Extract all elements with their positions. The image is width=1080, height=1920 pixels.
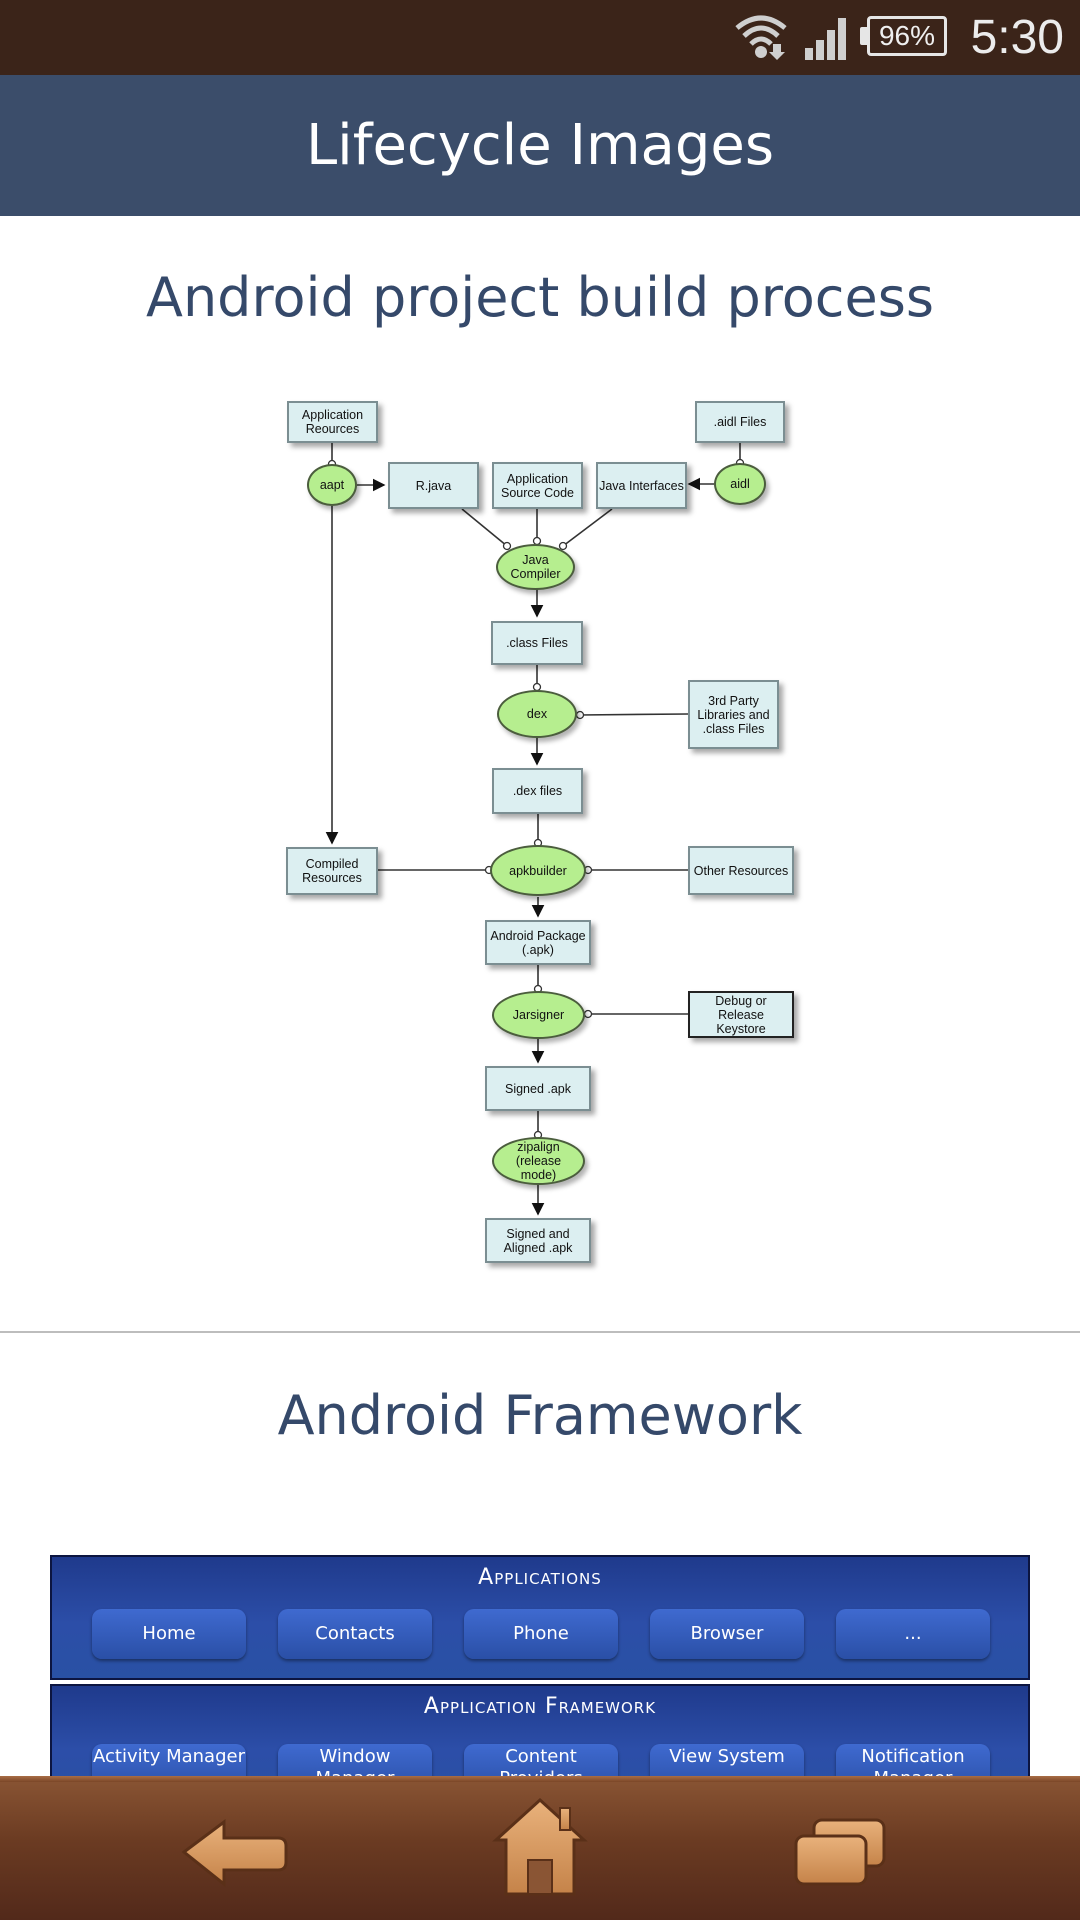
tool-aapt: aapt bbox=[307, 464, 357, 506]
framework-view-system: View System bbox=[650, 1744, 804, 1776]
title-bar: Lifecycle Images bbox=[0, 75, 1080, 216]
app-home: Home bbox=[92, 1609, 246, 1659]
navigation-bar bbox=[0, 1776, 1080, 1920]
box-signed-apk: Signed .apk bbox=[485, 1066, 591, 1111]
page-title: Lifecycle Images bbox=[305, 113, 774, 178]
framework-notification-manager: Notification Manager bbox=[836, 1744, 990, 1776]
box-android-package: Android Package (.apk) bbox=[485, 920, 591, 965]
status-time: 5:30 bbox=[970, 11, 1064, 64]
section-heading-framework: Android Framework bbox=[277, 1384, 803, 1447]
box-r-java: R.java bbox=[388, 462, 479, 509]
status-bar: 96% 5:30 bbox=[0, 0, 1080, 75]
section-divider bbox=[0, 1331, 1080, 1333]
content-scroll[interactable]: Android project build process bbox=[0, 216, 1080, 1776]
back-icon bbox=[181, 1819, 288, 1888]
battery-icon: 96% bbox=[867, 16, 947, 56]
tool-dex: dex bbox=[497, 690, 577, 738]
section-heading-build-process: Android project build process bbox=[146, 266, 934, 329]
diagram-connectors bbox=[325, 443, 745, 1216]
framework-window-manager: Window Manager bbox=[278, 1744, 432, 1776]
framework-content-providers: Content Providers bbox=[464, 1744, 618, 1776]
box-application-resources: Application Reources bbox=[287, 401, 378, 443]
app-phone: Phone bbox=[464, 1609, 618, 1659]
wifi-icon bbox=[735, 15, 787, 60]
tool-zipalign: zipalign (release mode) bbox=[492, 1137, 585, 1185]
tool-java-compiler: Java Compiler bbox=[496, 544, 575, 590]
box-third-party-libraries: 3rd Party Libraries and .class Files bbox=[688, 680, 779, 749]
box-class-files: .class Files bbox=[491, 621, 583, 665]
framework-applications-layer: Applications Home Contacts Phone Browser… bbox=[50, 1555, 1030, 1680]
battery-percent: 96% bbox=[878, 20, 936, 51]
tool-apkbuilder: apkbuilder bbox=[490, 845, 586, 896]
box-aidl-files: .aidl Files bbox=[695, 401, 785, 443]
tool-jarsigner: Jarsigner bbox=[492, 991, 585, 1039]
app-browser: Browser bbox=[650, 1609, 804, 1659]
tool-aidl: aidl bbox=[714, 463, 766, 505]
box-debug-release-keystore: Debug or Release Keystore bbox=[688, 991, 794, 1038]
home-icon bbox=[492, 1797, 588, 1896]
home-button[interactable] bbox=[450, 1776, 630, 1920]
back-button[interactable] bbox=[150, 1776, 330, 1920]
box-dex-files: .dex files bbox=[492, 768, 583, 814]
box-application-source-code: Application Source Code bbox=[492, 462, 583, 509]
framework-layer-title: Application Framework bbox=[423, 1694, 657, 1719]
box-signed-aligned-apk: Signed and Aligned .apk bbox=[485, 1218, 591, 1263]
battery-nub bbox=[860, 27, 868, 45]
framework-activity-manager: Activity Manager bbox=[92, 1744, 246, 1776]
box-java-interfaces: Java Interfaces bbox=[596, 462, 687, 509]
recent-apps-button[interactable] bbox=[750, 1776, 930, 1920]
box-compiled-resources: Compiled Resources bbox=[286, 847, 378, 895]
app-more: ... bbox=[836, 1609, 990, 1659]
applications-layer-title: Applications bbox=[478, 1565, 602, 1590]
cell-signal-icon bbox=[805, 18, 846, 60]
framework-application-framework-layer: Application Framework Activity Manager W… bbox=[50, 1684, 1030, 1776]
recent-apps-icon bbox=[794, 1818, 886, 1886]
box-other-resources: Other Resources bbox=[688, 846, 794, 895]
app-contacts: Contacts bbox=[278, 1609, 432, 1659]
